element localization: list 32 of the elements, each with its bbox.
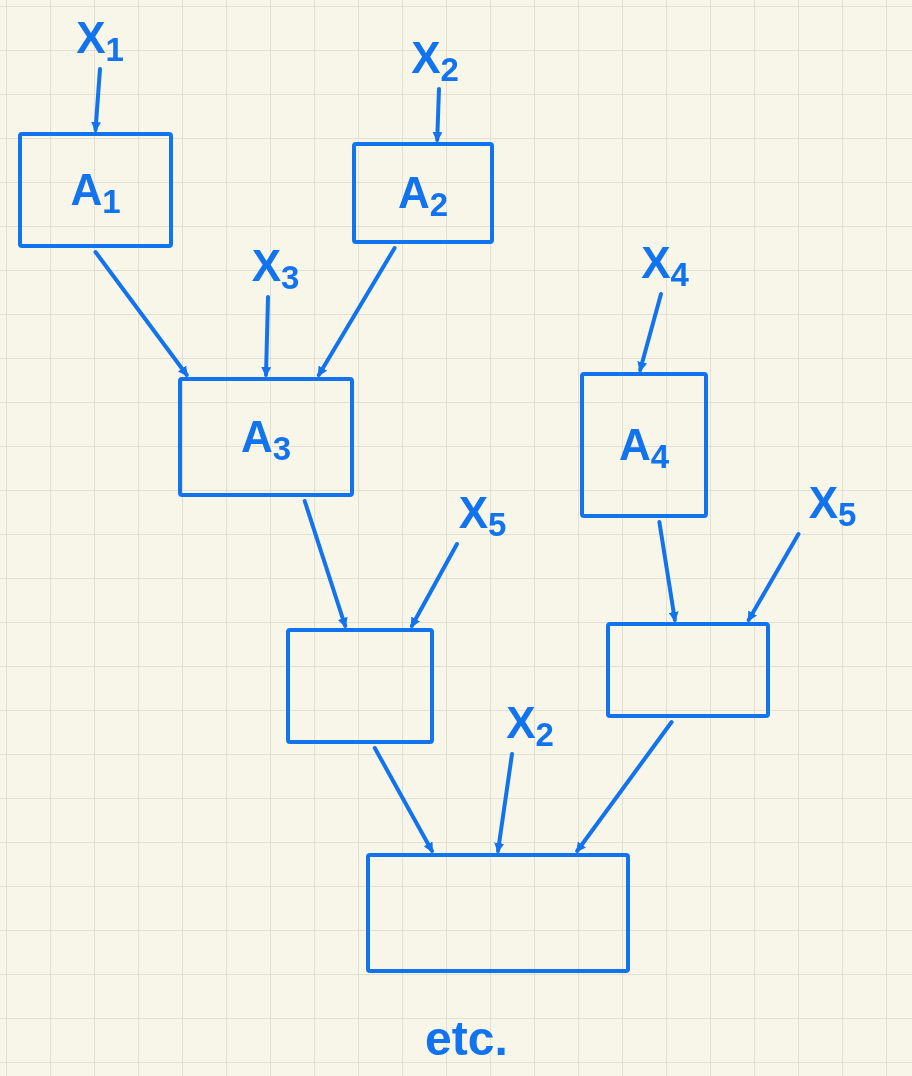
process-box <box>18 132 173 248</box>
process-box <box>366 853 630 973</box>
arrow <box>261 295 272 377</box>
variable-label: X$_{5}$ <box>790 475 875 530</box>
arrow <box>409 542 459 628</box>
arrow <box>91 67 102 132</box>
arrow <box>575 720 674 853</box>
process-box <box>606 622 770 718</box>
note-text: etc. <box>425 1015 508 1063</box>
arrow <box>657 520 679 622</box>
variable-label: X$_{5}$ <box>440 485 525 540</box>
arrow <box>637 292 663 372</box>
variable-label: X$_{2}$ <box>485 695 575 750</box>
box-label: A$_{4}$ <box>618 423 670 467</box>
process-box <box>580 372 708 518</box>
arrow <box>302 499 348 628</box>
variable-label: X$_{3}$ <box>238 238 313 293</box>
variable-label: X$_{1}$ <box>60 10 140 65</box>
variable-label: X$_{4}$ <box>625 235 705 290</box>
process-box <box>352 142 494 244</box>
process-box <box>286 628 434 744</box>
arrow <box>372 746 434 853</box>
arrow <box>432 87 443 142</box>
process-box <box>178 377 354 497</box>
box-label: A$_{1}$ <box>70 168 121 212</box>
arrow <box>93 250 189 377</box>
box-label: A$_{3}$ <box>240 415 292 459</box>
arrow <box>316 246 397 377</box>
arrow <box>746 532 801 622</box>
variable-label: X$_{2}$ <box>395 30 475 85</box>
box-label: A$_{2}$ <box>397 171 449 215</box>
arrow <box>494 752 514 853</box>
